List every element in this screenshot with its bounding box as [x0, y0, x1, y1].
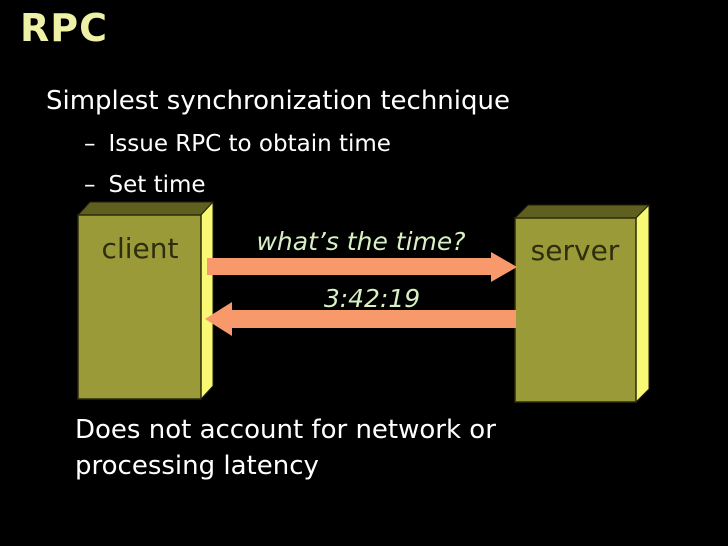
bullet-dash: –	[84, 172, 96, 198]
client-box-front-face	[77, 214, 202, 400]
slide-heading: Simplest synchronization technique	[46, 86, 510, 116]
client-label: client	[102, 232, 179, 265]
reply-message-label: 3:42:19	[324, 284, 420, 313]
note-line-1: Does not account for network or	[75, 415, 496, 445]
server-box-top-face	[513, 204, 651, 219]
bullet-issue-rpc: – Issue RPC to obtain time	[84, 131, 391, 157]
client-box: client	[76, 200, 215, 401]
server-box: server	[513, 203, 651, 404]
bullet-dash: –	[84, 131, 96, 157]
server-box-front-face	[514, 217, 637, 403]
reply-arrow	[205, 302, 516, 336]
request-arrow	[207, 252, 517, 282]
server-box-side-face	[635, 203, 650, 404]
bullet-text: Set time	[108, 172, 206, 198]
client-box-top-face	[76, 201, 215, 216]
bullet-set-time: – Set time	[84, 172, 206, 198]
slide-title: RPC	[20, 6, 108, 50]
note-line-2: processing latency	[75, 451, 319, 481]
slide-note: Does not account for network or processi…	[75, 412, 496, 484]
bullet-text: Issue RPC to obtain time	[108, 131, 391, 157]
request-message-label: what’s the time?	[256, 227, 465, 256]
server-label: server	[531, 234, 620, 267]
client-box-side-face	[200, 200, 214, 401]
